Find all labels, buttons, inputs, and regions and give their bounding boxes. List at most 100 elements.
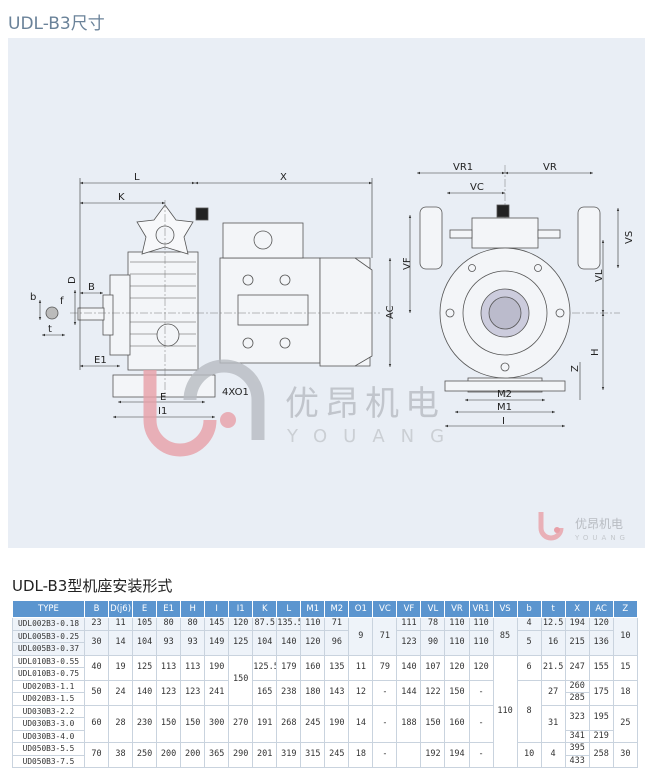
value-cell: 215 — [564, 629, 590, 656]
value-cell: 40 — [83, 654, 110, 681]
dim-label-f: f — [60, 296, 64, 307]
value-cell: 111 — [396, 617, 422, 631]
value-cell: 12 — [348, 679, 374, 706]
column-header: Z — [612, 600, 639, 618]
value-cell: 78 — [420, 617, 446, 631]
value-cell: 150 — [156, 704, 182, 743]
column-header: VR1 — [468, 600, 494, 618]
value-cell: 110 — [468, 629, 494, 656]
value-cell: 8 — [516, 679, 542, 743]
column-header: VL — [420, 600, 446, 618]
value-cell: 80 — [156, 617, 182, 631]
value-cell: 110 — [300, 617, 326, 631]
value-cell: - — [372, 704, 398, 743]
value-cell: 323 — [564, 704, 590, 731]
value-cell: 270 — [228, 704, 254, 743]
dim-label-4XO1: 4XO1 — [222, 387, 249, 398]
column-header: I — [204, 600, 230, 618]
column-header: VC — [372, 600, 398, 618]
value-cell: 219 — [588, 729, 614, 743]
value-cell: 27 — [540, 679, 566, 706]
value-cell: 16 — [540, 629, 566, 656]
value-cell: 190 — [204, 654, 230, 681]
column-header: D(j6) — [108, 600, 134, 618]
type-cell: UD030B3-2.2 — [12, 704, 85, 718]
value-cell: 190 — [324, 704, 350, 743]
value-cell: 104 — [132, 629, 158, 656]
dim-label-K: K — [118, 192, 125, 203]
value-cell: 192 — [420, 742, 446, 768]
value-cell: 10 — [612, 617, 639, 656]
dim-label-M1: M1 — [497, 402, 512, 413]
value-cell: 150 — [180, 704, 206, 743]
value-cell: 135 — [324, 654, 350, 681]
value-cell: 150 — [420, 704, 446, 743]
value-cell: 96 — [324, 629, 350, 656]
value-cell: 341 — [564, 729, 590, 743]
dimension-drawing: L X K B f D b t E1 E I1 4XO1 AC VR1 VR V… — [8, 38, 645, 548]
value-cell: 85 — [492, 617, 518, 656]
value-cell: 19 — [108, 654, 134, 681]
value-cell: 315 — [300, 742, 326, 768]
value-cell: 260 — [564, 679, 590, 693]
value-cell: 188 — [396, 704, 422, 743]
value-cell: 10 — [516, 742, 542, 768]
column-header: AC — [588, 600, 614, 618]
value-cell: 14 — [348, 704, 374, 743]
value-cell: 71 — [324, 617, 350, 631]
value-cell: 285 — [564, 692, 590, 706]
value-cell: 150 — [444, 679, 470, 706]
value-cell: 4 — [516, 617, 542, 631]
front-view — [419, 204, 601, 393]
value-cell: 195 — [588, 704, 614, 731]
value-cell: 110 — [444, 629, 470, 656]
value-cell: 28 — [108, 704, 134, 743]
value-cell: 23 — [83, 617, 110, 631]
dim-label-VC: VC — [470, 182, 484, 193]
value-cell: 25 — [612, 704, 639, 743]
type-cell: UDL010B3-0.75 — [12, 667, 85, 681]
column-header: E — [132, 600, 158, 618]
value-cell: 110 — [444, 617, 470, 631]
type-cell: UD020B3-1.5 — [12, 692, 85, 706]
value-cell: 258 — [588, 742, 614, 768]
value-cell: 110 — [468, 617, 494, 631]
value-cell: 60 — [83, 704, 110, 743]
type-cell: UD050B3-5.5 — [12, 742, 85, 756]
dim-label-VL: VL — [594, 269, 605, 282]
dim-label-E1: E1 — [94, 355, 107, 366]
value-cell: - — [468, 742, 494, 768]
value-cell: 247 — [564, 654, 590, 681]
value-cell: 30 — [83, 629, 110, 656]
value-cell: 12.5 — [540, 617, 566, 631]
value-cell: 194 — [564, 617, 590, 631]
value-cell: 6 — [516, 654, 542, 681]
value-cell: 135.5 — [276, 617, 302, 631]
value-cell: 144 — [396, 679, 422, 706]
dim-label-t: t — [48, 324, 52, 335]
dim-label-VR: VR — [543, 162, 557, 173]
value-cell: 433 — [564, 754, 590, 768]
column-header: E1 — [156, 600, 182, 618]
value-cell: 319 — [276, 742, 302, 768]
dim-label-X: X — [280, 172, 287, 183]
type-cell: UDL010B3-0.55 — [12, 654, 85, 668]
dim-label-VR1: VR1 — [453, 162, 473, 173]
value-cell: 50 — [83, 679, 110, 706]
value-cell: 395 — [564, 742, 590, 756]
value-cell: 15 — [612, 654, 639, 681]
value-cell: 38 — [108, 742, 134, 768]
value-cell: 31 — [540, 704, 566, 743]
value-cell: 122 — [420, 679, 446, 706]
value-cell: 245 — [324, 742, 350, 768]
value-cell: 140 — [132, 679, 158, 706]
dim-label-I: I — [502, 416, 505, 427]
value-cell: 160 — [300, 654, 326, 681]
value-cell: 125 — [228, 629, 254, 656]
column-header: B — [83, 600, 110, 618]
value-cell: 201 — [252, 742, 278, 768]
dim-label-VF: VF — [402, 257, 413, 270]
